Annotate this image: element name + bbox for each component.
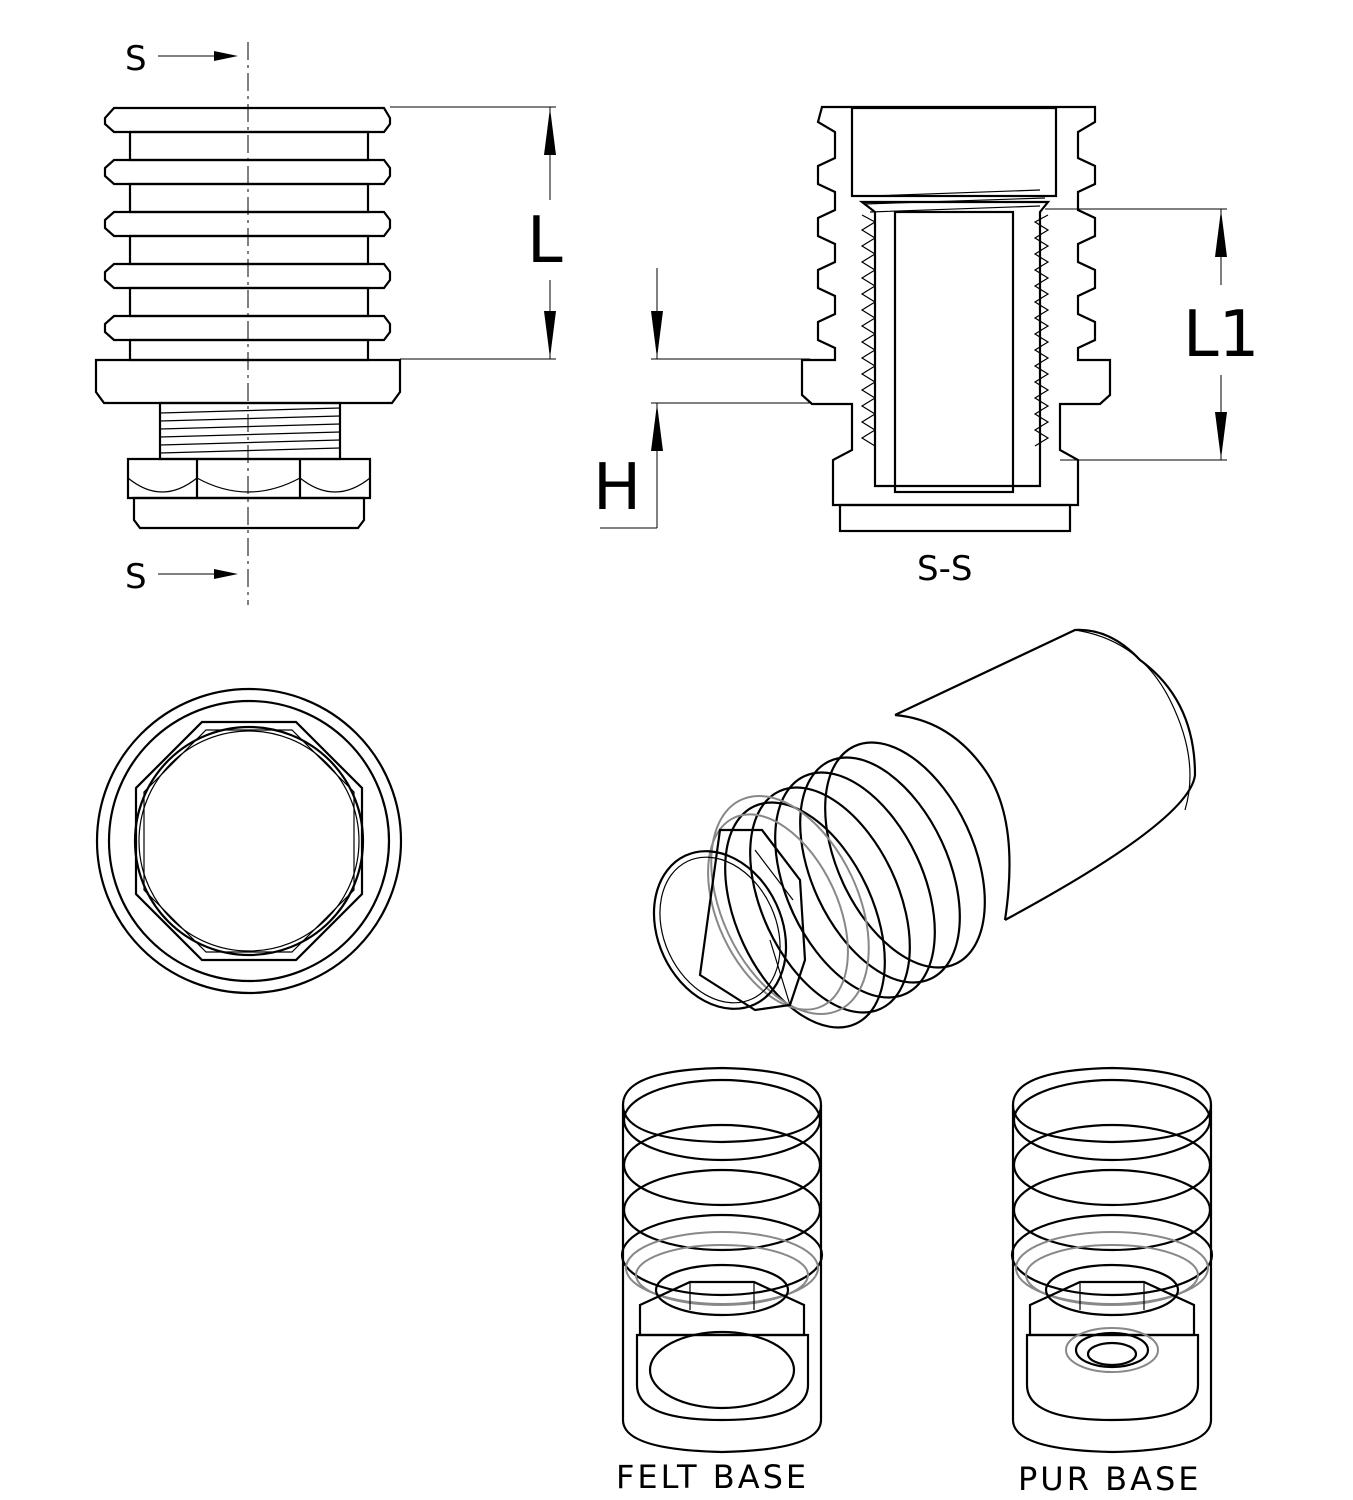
section-marker-bottom: S: [125, 557, 147, 597]
felt-base-label: FELT BASE: [616, 1458, 809, 1496]
dimension-l: L: [390, 106, 563, 360]
end-view: [95, 687, 403, 995]
side-view: S: [94, 39, 563, 605]
pur-base-label: PUR BASE: [1018, 1460, 1202, 1498]
section-marker-top: S: [125, 39, 147, 79]
arrow-right-icon: [214, 51, 238, 61]
section-view: S-S L1 H: [593, 105, 1259, 589]
dimension-l1-label: L1: [1183, 298, 1259, 372]
dimension-h-label: H: [593, 451, 641, 525]
dimension-h: H: [593, 268, 810, 529]
section-caption: S-S: [917, 549, 972, 589]
pur-base-variant: PUR BASE: [1010, 1066, 1214, 1498]
ribbed-sleeve: [94, 106, 402, 405]
felt-base-variant: FELT BASE: [616, 1066, 824, 1496]
arrow-right-icon: [214, 569, 238, 579]
isometric-view: [652, 628, 1197, 1029]
threaded-stem: [158, 401, 342, 461]
dimension-l1: L1: [1045, 208, 1259, 461]
hex-nut: [126, 457, 372, 530]
dimension-l-label: L: [527, 204, 563, 278]
